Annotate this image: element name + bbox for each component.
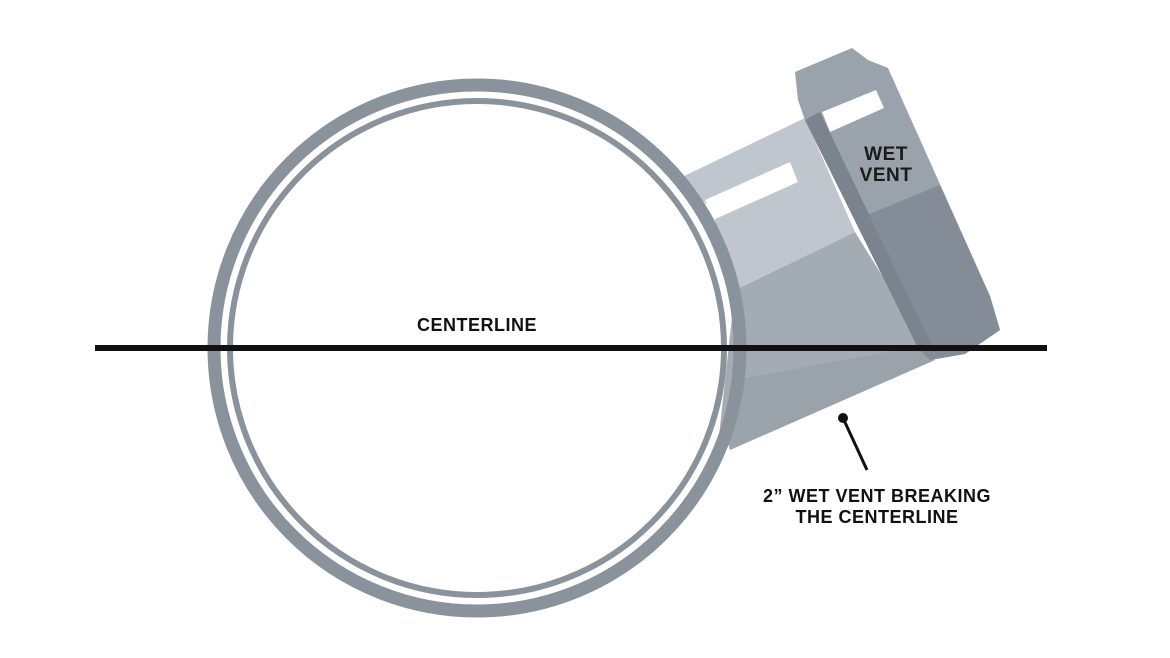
branch-highlight: [705, 162, 798, 220]
wet-vent-label-line2: VENT: [860, 165, 913, 186]
callout-leader-line: [841, 417, 869, 471]
hub-edge-shade: [805, 112, 935, 352]
callout-leader: [838, 413, 869, 471]
callout-label-line1: 2” WET VENT BREAKING: [763, 486, 991, 506]
hub-dark-face: [860, 185, 1000, 360]
centerline-label: CENTERLINE: [417, 315, 537, 335]
hub-highlight: [822, 90, 884, 132]
callout-leader-dot: [838, 413, 848, 423]
callout-label-line2: THE CENTERLINE: [795, 507, 958, 527]
branch-bottom-shade: [725, 345, 935, 450]
wet-vent-hub: [795, 48, 1000, 360]
wet-vent-label-line1: WET: [864, 144, 908, 165]
